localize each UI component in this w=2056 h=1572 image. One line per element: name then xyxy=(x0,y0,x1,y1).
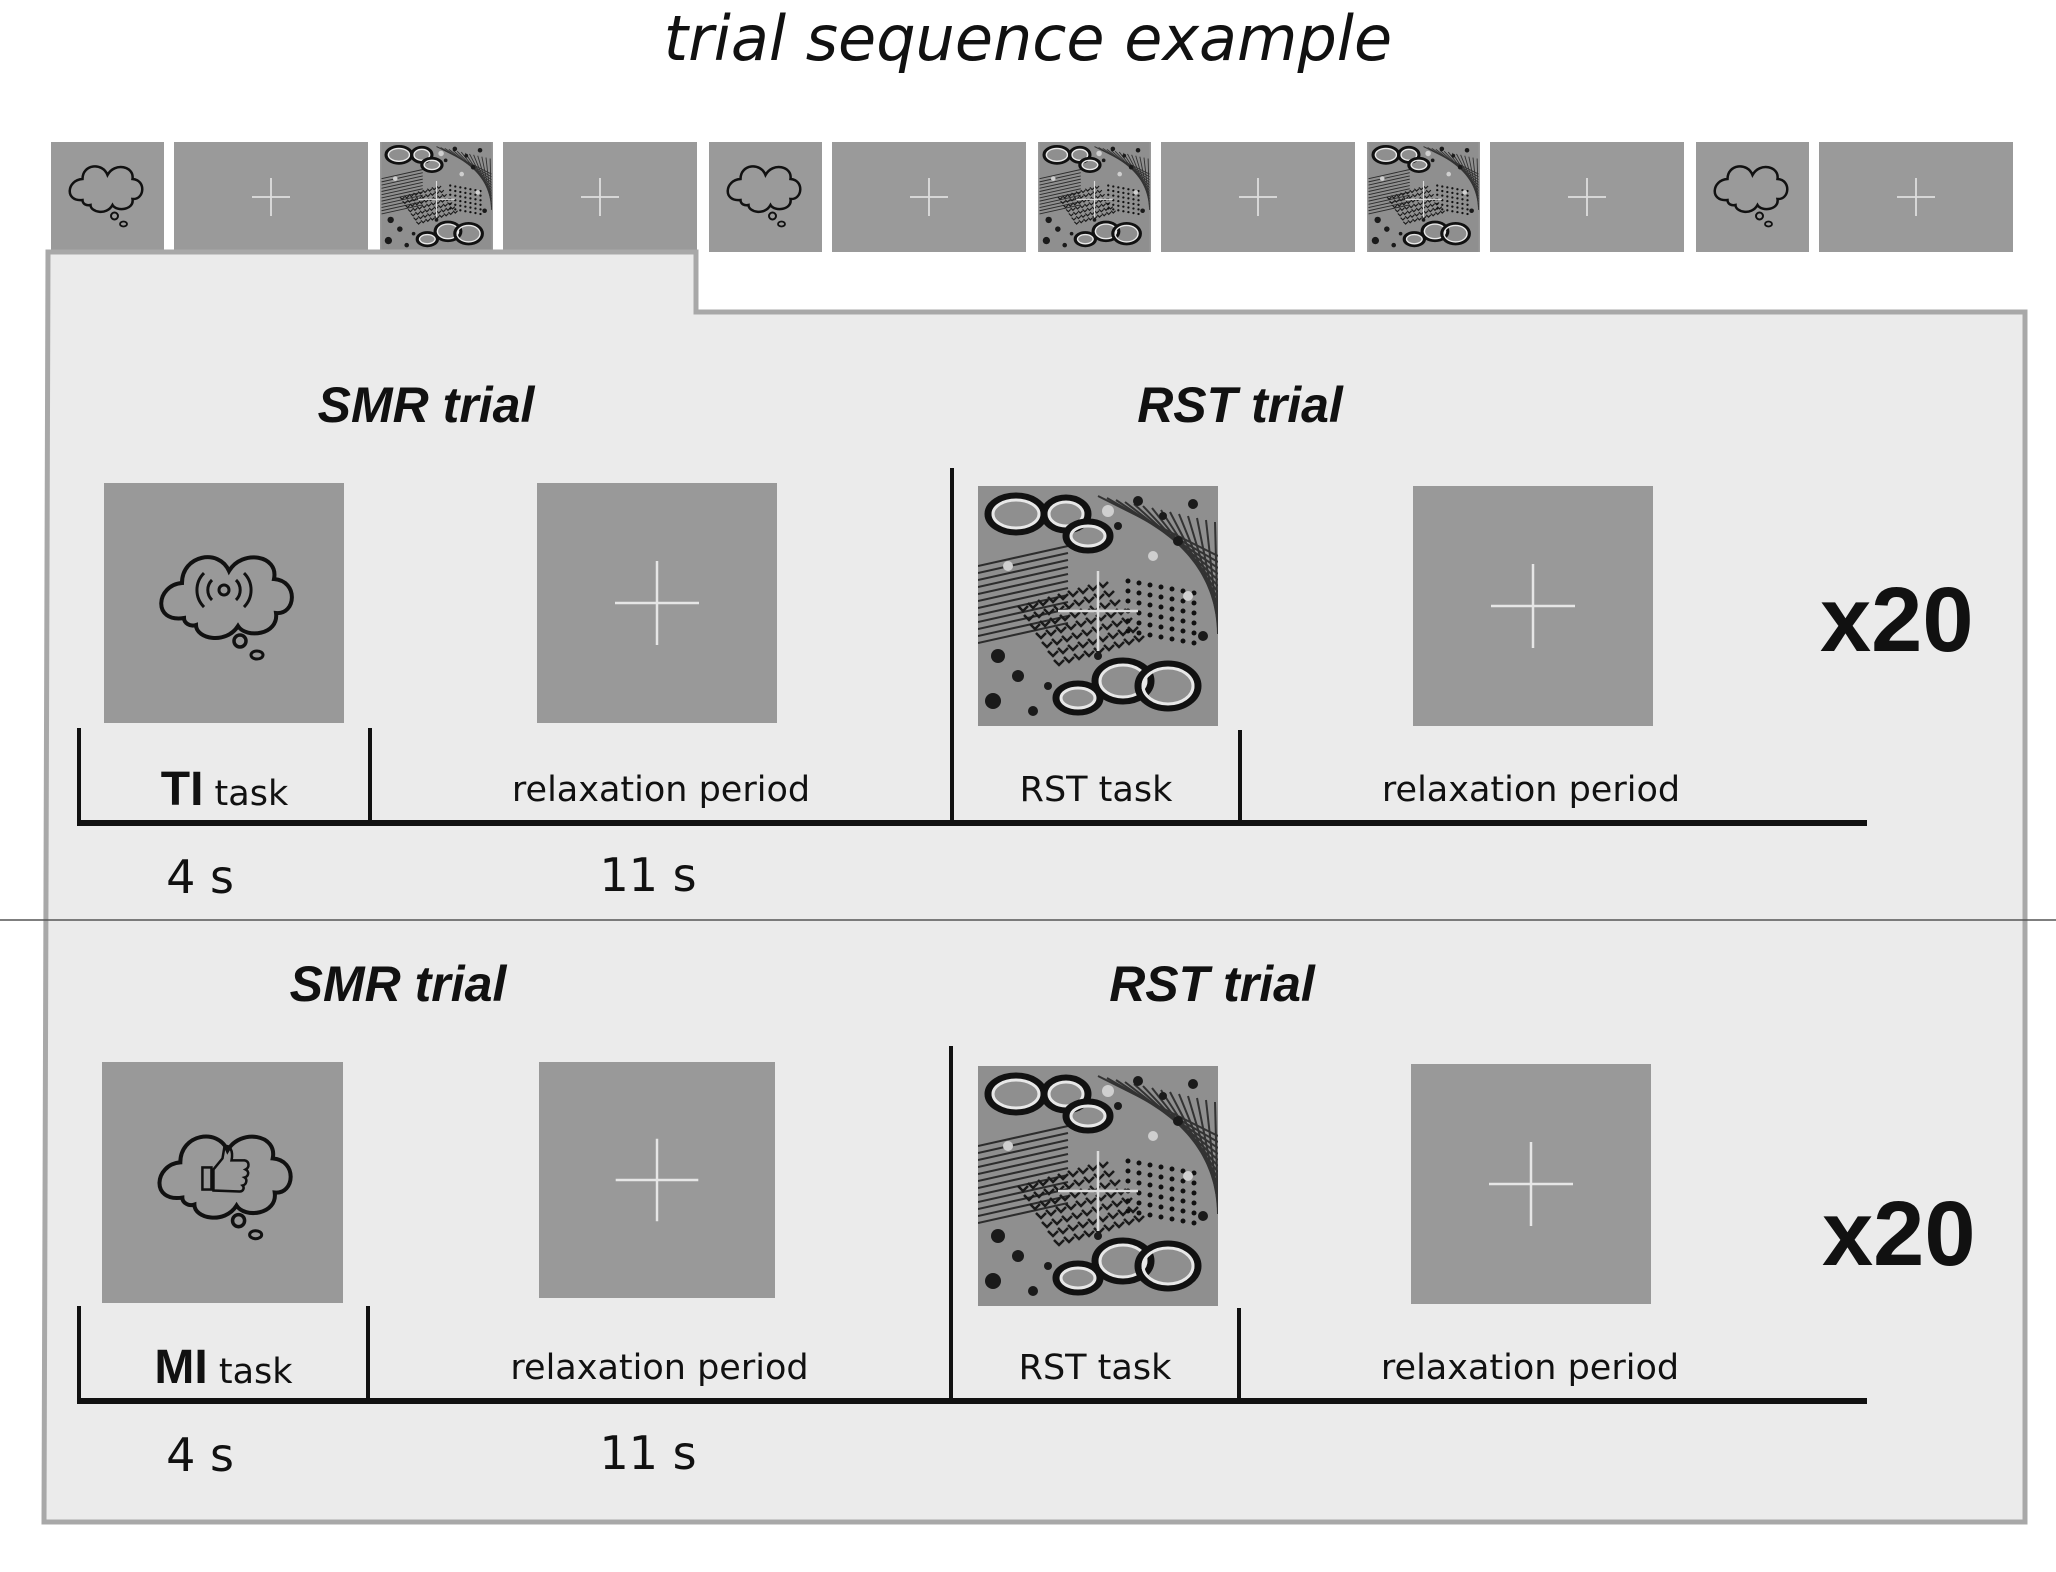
timeline-tick xyxy=(366,1306,370,1400)
sound-wave-icon xyxy=(159,555,294,661)
cue-screen xyxy=(102,1062,343,1303)
repetition-count: x20 xyxy=(1820,569,1974,671)
fixation-cross-icon xyxy=(910,178,948,216)
task-duration: 4 s xyxy=(166,1428,234,1482)
fixation-cross-icon xyxy=(252,178,290,216)
relaxation-label: relaxation period xyxy=(510,1348,809,1388)
task-word: task xyxy=(214,774,289,814)
sequence-thumb-thought xyxy=(1696,142,1809,252)
rst-trial-title: RST trial xyxy=(1109,956,1315,1012)
rst-trial-title: RST trial xyxy=(1137,377,1343,433)
relaxation-label: relaxation period xyxy=(511,770,811,810)
relax-duration: 11 s xyxy=(599,848,697,902)
fixation-cross-icon xyxy=(1568,178,1606,216)
rst-pattern-icon xyxy=(1039,142,1150,252)
sequence-thumb-fixation xyxy=(1161,142,1355,252)
fixation-cross-icon xyxy=(1489,1142,1573,1226)
task-label: TI task xyxy=(81,762,368,817)
fixation-cross-icon xyxy=(581,178,619,216)
fixation-cross-icon xyxy=(615,1138,699,1222)
timeline-tick xyxy=(368,728,372,822)
task-duration: 4 s xyxy=(166,850,234,904)
timeline-tick xyxy=(1238,730,1242,822)
task-abbreviation: TI xyxy=(160,763,204,816)
sequence-thumb-fixation xyxy=(174,142,368,252)
fixation-cross-icon xyxy=(1897,178,1935,216)
fixation-cross-icon xyxy=(1491,564,1575,648)
thumbs-up-icon xyxy=(157,1134,293,1241)
diagram-title: trial sequence example xyxy=(663,2,1393,75)
task-word: task xyxy=(218,1352,293,1392)
fixation-cross-icon xyxy=(615,561,699,645)
sequence-thumb-fixation xyxy=(1819,142,2013,252)
timeline-axis xyxy=(77,820,1867,826)
timeline-tick xyxy=(77,1306,81,1400)
timeline-tick xyxy=(1237,1308,1241,1400)
rst-pattern-icon xyxy=(978,1066,1218,1306)
smr-trial-title: SMR trial xyxy=(317,377,535,433)
thought-bubble-icon xyxy=(68,165,144,228)
sequence-thumb-thought xyxy=(709,142,822,252)
rst-pattern-screen xyxy=(978,486,1218,726)
sequence-thumb-thought xyxy=(51,142,164,252)
task-abbreviation: MI xyxy=(154,1341,208,1394)
fixation-screen xyxy=(539,1062,775,1298)
fixation-screen xyxy=(537,483,777,723)
thought-bubble-icon xyxy=(1713,165,1789,228)
relax-duration: 11 s xyxy=(599,1426,697,1480)
rst-pattern-icon xyxy=(978,486,1218,726)
rst-pattern-screen xyxy=(978,1066,1218,1306)
smr-trial-title: SMR trial xyxy=(289,956,507,1012)
relaxation-label: relaxation period xyxy=(1380,1348,1680,1388)
sequence-thumb-fixation xyxy=(503,142,697,252)
fixation-screen xyxy=(1411,1064,1651,1304)
sequence-thumb-pattern xyxy=(1038,142,1151,252)
fixation-screen xyxy=(1413,486,1653,726)
cue-screen xyxy=(104,483,344,723)
task-label: MI task xyxy=(81,1340,366,1395)
sequence-thumb-pattern xyxy=(380,142,493,252)
trial-separator xyxy=(950,468,954,822)
sequence-thumb-fixation xyxy=(1490,142,1684,252)
timeline-axis xyxy=(77,1398,1867,1404)
rst-task-label: RST task xyxy=(1019,770,1173,810)
rst-pattern-icon xyxy=(381,142,492,252)
rst-task-label: RST task xyxy=(1018,1348,1172,1388)
thought-bubble-icon xyxy=(726,165,802,228)
fixation-cross-icon xyxy=(1239,178,1277,216)
sequence-thumb-fixation xyxy=(832,142,1026,252)
repetition-count: x20 xyxy=(1822,1183,1976,1285)
trial-separator xyxy=(949,1046,953,1400)
sequence-thumb-pattern xyxy=(1367,142,1480,252)
relaxation-label: relaxation period xyxy=(1381,770,1681,810)
timeline-tick xyxy=(77,728,81,822)
rst-pattern-icon xyxy=(1368,142,1479,252)
